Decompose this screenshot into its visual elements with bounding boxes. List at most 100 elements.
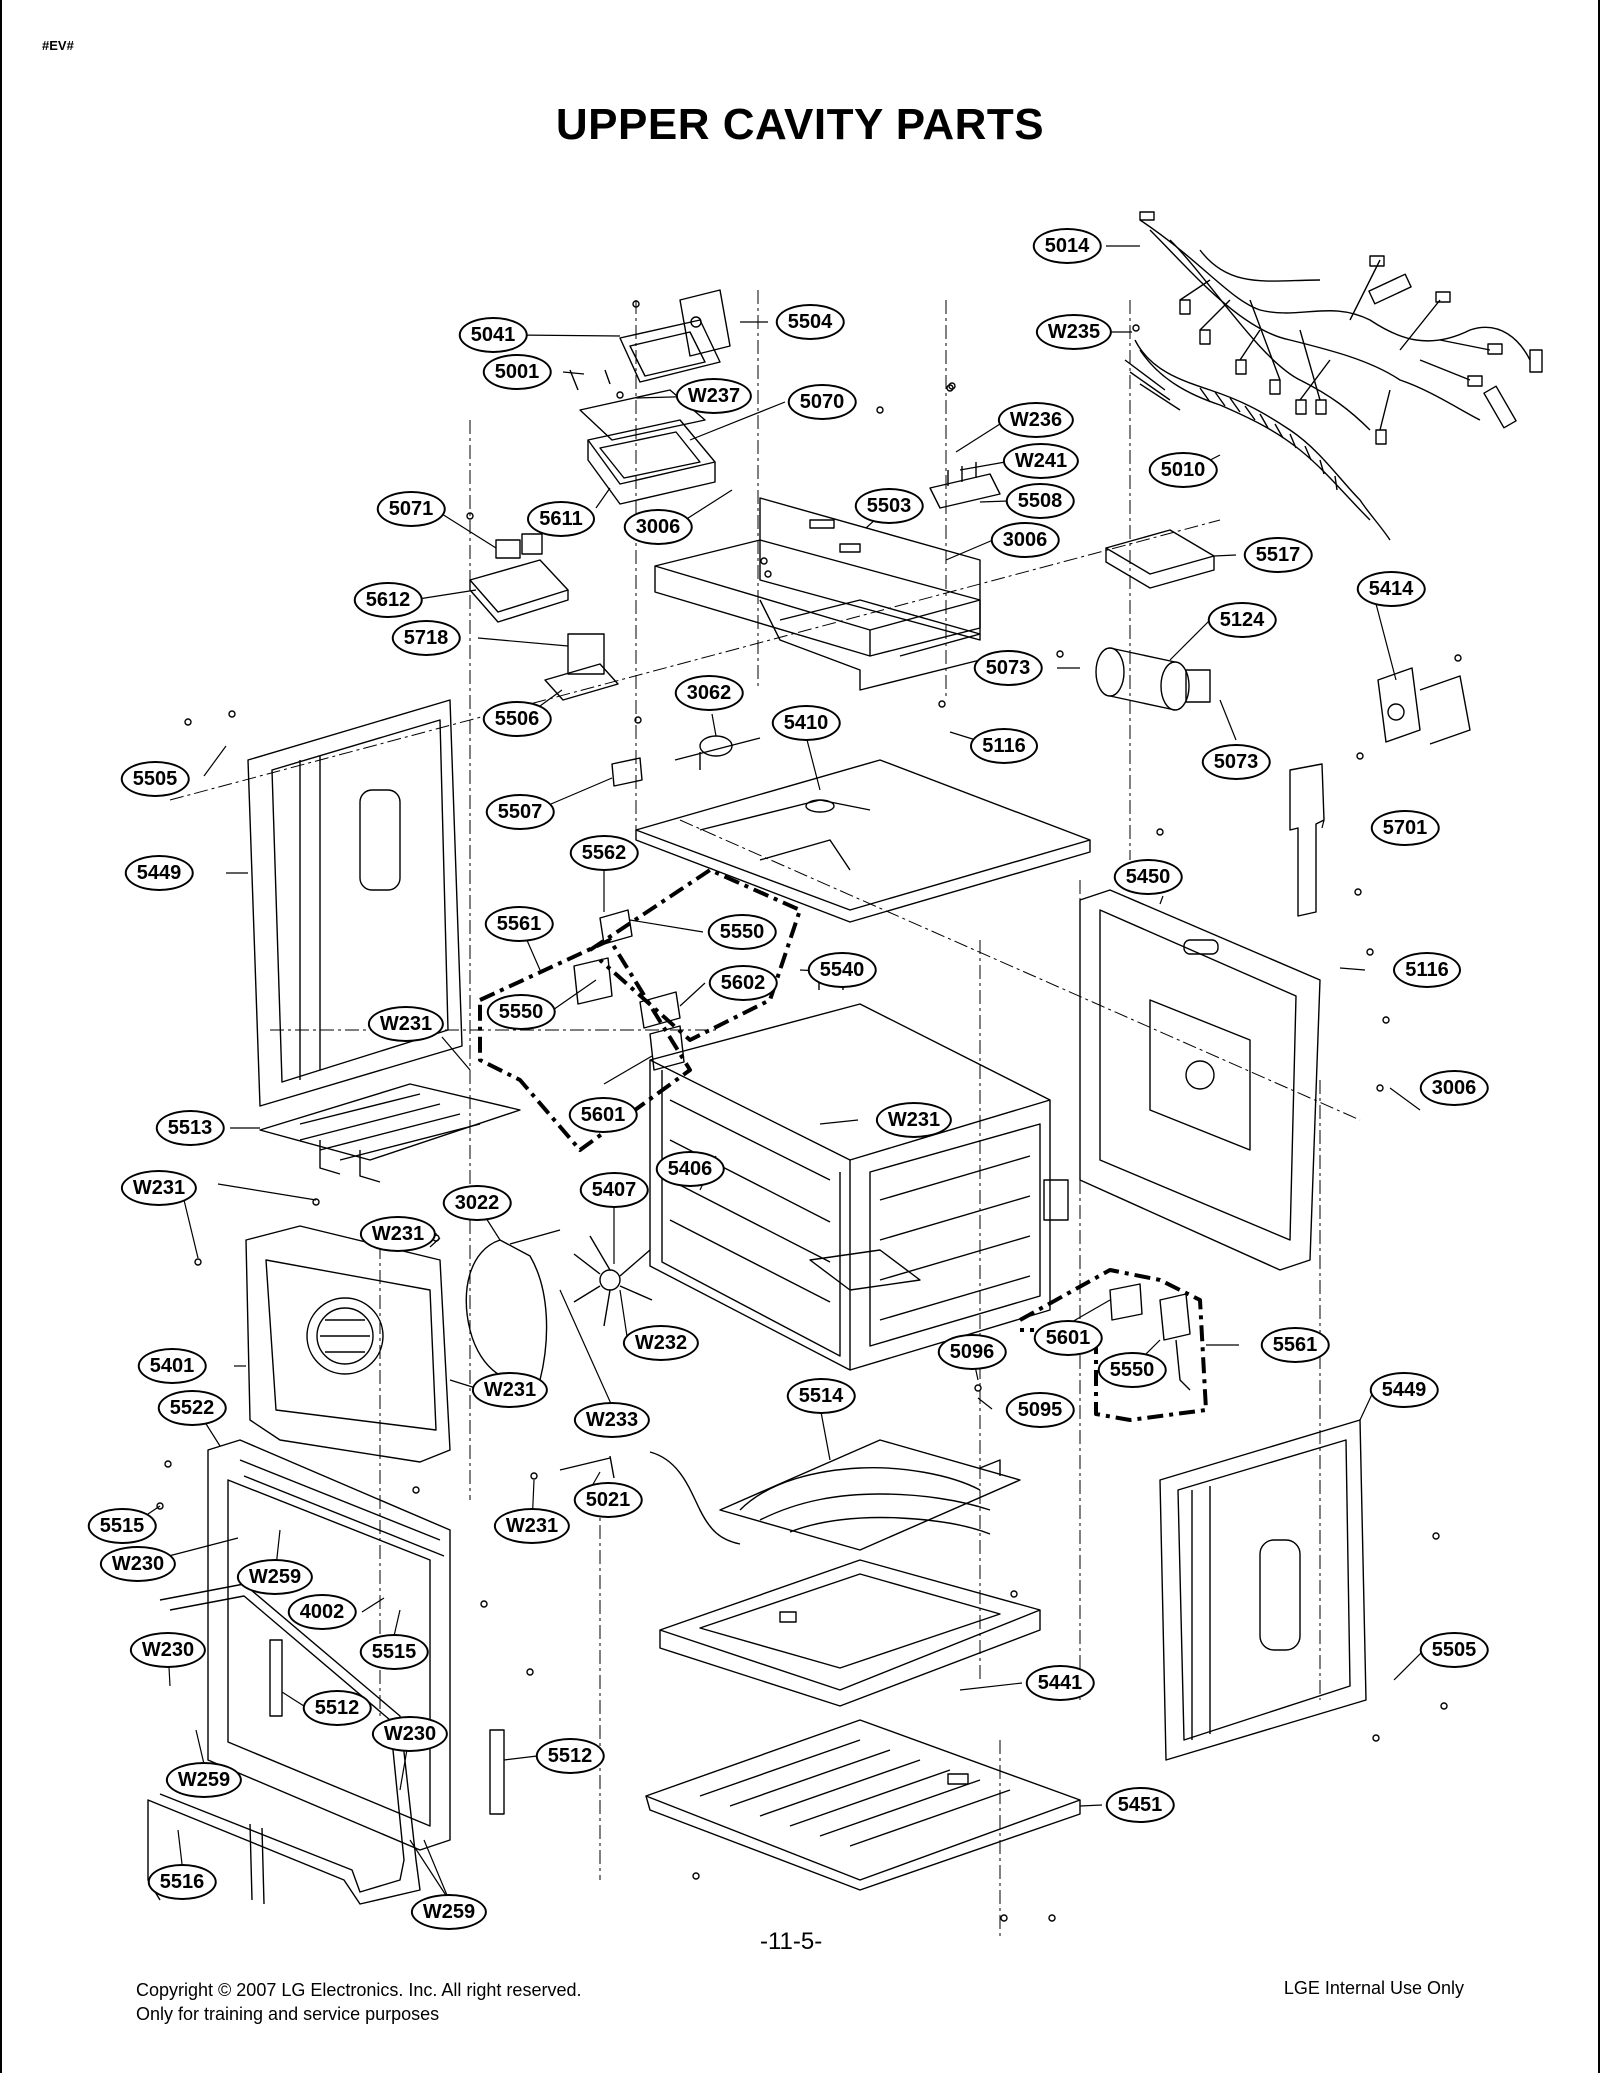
callout-5414: 5414 — [1356, 571, 1426, 607]
thermostat-parts-lower — [1109, 1283, 1191, 1391]
callout-5071: 5071 — [376, 491, 446, 527]
callout-W232: W232 — [622, 1325, 700, 1361]
callout-5512-left: 5512 — [302, 1690, 372, 1726]
callout-5116-top: 5116 — [970, 728, 1038, 764]
callout-W233: W233 — [573, 1402, 651, 1438]
callout-3022: 3022 — [442, 1185, 512, 1221]
page-number: -11-5- — [760, 1928, 823, 1955]
callout-3062: 3062 — [674, 675, 744, 711]
terminal-block-5508 — [929, 462, 1001, 509]
callout-W231-e: W231 — [471, 1372, 549, 1408]
callout-5602: 5602 — [708, 965, 778, 1001]
callout-5451: 5451 — [1105, 1787, 1175, 1823]
back-panel-5450 — [1079, 889, 1321, 1271]
callout-5516: 5516 — [147, 1864, 217, 1900]
callout-5612: 5612 — [353, 582, 423, 618]
copyright-notice: Copyright © 2007 LG Electronics. Inc. Al… — [136, 1978, 581, 2026]
document-tag: #EV# — [42, 38, 74, 53]
oven-cavity-5406 — [649, 1003, 1069, 1371]
cavity-top-plate-5410 — [635, 759, 1091, 923]
callout-5001: 5001 — [482, 354, 552, 390]
callout-W231-d: W231 — [359, 1216, 437, 1252]
side-panel-5449-top — [247, 699, 463, 1107]
callout-5441: 5441 — [1025, 1665, 1095, 1701]
callout-5449-top: 5449 — [124, 855, 194, 891]
callout-3006-top: 3006 — [623, 509, 693, 545]
sensor-3062 — [674, 735, 761, 770]
callout-5601-upper: 5601 — [568, 1097, 638, 1133]
callout-W237: W237 — [675, 378, 753, 414]
screws — [156, 300, 1462, 1922]
callout-5517: 5517 — [1243, 537, 1313, 573]
bracket-5611 — [579, 389, 716, 505]
callout-5095: 5095 — [1005, 1392, 1075, 1428]
callout-5449-bottom: 5449 — [1369, 1372, 1439, 1408]
bracket-5517 — [1105, 529, 1215, 589]
callout-W231-f: W231 — [493, 1508, 571, 1544]
callout-W231-a: W231 — [367, 1006, 445, 1042]
callout-5070: 5070 — [787, 384, 857, 420]
callout-5701: 5701 — [1370, 810, 1440, 846]
callout-5561-upper: 5561 — [484, 906, 554, 942]
door-gasket-5516 — [147, 1583, 421, 1905]
page-border-right — [1598, 0, 1600, 2073]
internal-use-notice: LGE Internal Use Only — [1283, 1978, 1464, 1998]
broil-element-5513 — [259, 1083, 521, 1183]
callout-5514: 5514 — [786, 1378, 856, 1414]
callout-5718: 5718 — [391, 620, 461, 656]
callout-5515-right: 5515 — [359, 1634, 429, 1670]
callout-5116-right: 5116 — [1393, 952, 1461, 988]
callout-5401: 5401 — [137, 1348, 207, 1384]
callout-5550-left: 5550 — [486, 994, 556, 1030]
fan-blade-5407 — [573, 1235, 653, 1327]
callout-5515-left: 5515 — [87, 1508, 157, 1544]
callout-5561-lower: 5561 — [1260, 1327, 1330, 1363]
callout-5550-upper: 5550 — [707, 914, 777, 950]
callout-5407: 5407 — [579, 1172, 649, 1208]
callout-5507: 5507 — [485, 794, 555, 830]
relay-board-5612 — [469, 533, 569, 623]
callout-5450: 5450 — [1113, 859, 1183, 895]
callout-5522: 5522 — [157, 1390, 227, 1426]
callout-5041: 5041 — [458, 317, 528, 353]
callout-5073-left: 5073 — [973, 650, 1043, 686]
copyright-line-2: Only for training and service purposes — [136, 2004, 440, 2024]
oven-bottom-5441 — [659, 1559, 1041, 1707]
thermostat-cover-outline-lower — [1019, 1268, 1208, 1422]
temperature-sensor-5021 — [559, 1451, 741, 1545]
hinge-bracket-5512 — [269, 1639, 505, 1815]
callout-5513: 5513 — [155, 1110, 225, 1146]
callout-W230-c: W230 — [371, 1716, 449, 1752]
callout-W259-a: W259 — [236, 1559, 314, 1595]
callout-5014: 5014 — [1032, 228, 1102, 264]
top-panel-5503 — [654, 497, 981, 691]
callout-5505-top: 5505 — [120, 761, 190, 797]
door-switch-5414 — [1377, 667, 1471, 745]
convection-fan-motor-5124 — [1095, 647, 1211, 711]
callout-W230-a: W230 — [99, 1546, 177, 1582]
side-panel-5449-bottom — [1159, 1419, 1367, 1761]
callout-5410: 5410 — [771, 705, 841, 741]
callout-5096: 5096 — [937, 1334, 1007, 1370]
page-title: UPPER CAVITY PARTS — [555, 100, 1045, 149]
callout-5601-lower: 5601 — [1033, 1320, 1103, 1356]
callout-5021: 5021 — [573, 1482, 643, 1518]
bracket-5504 — [569, 289, 731, 391]
page-border-left — [0, 0, 2, 2073]
wire-harness-5010 — [1124, 339, 1391, 541]
callout-5506: 5506 — [482, 701, 552, 737]
bracket-5507 — [611, 757, 643, 787]
callout-W236: W236 — [997, 402, 1075, 438]
callout-5406: 5406 — [655, 1151, 725, 1187]
callout-4002: 4002 — [287, 1594, 357, 1630]
callout-W235: W235 — [1035, 314, 1113, 350]
callout-5124: 5124 — [1207, 602, 1277, 638]
fan-cover-5401 — [245, 1225, 451, 1463]
wire-harness-5014 — [1139, 211, 1543, 445]
callout-3006-panel: 3006 — [990, 522, 1060, 558]
callout-5562: 5562 — [569, 835, 639, 871]
thermostat-cover-outline-upper — [478, 868, 802, 1152]
callout-5550-lower: 5550 — [1097, 1352, 1167, 1388]
callout-5073-right: 5073 — [1201, 744, 1271, 780]
